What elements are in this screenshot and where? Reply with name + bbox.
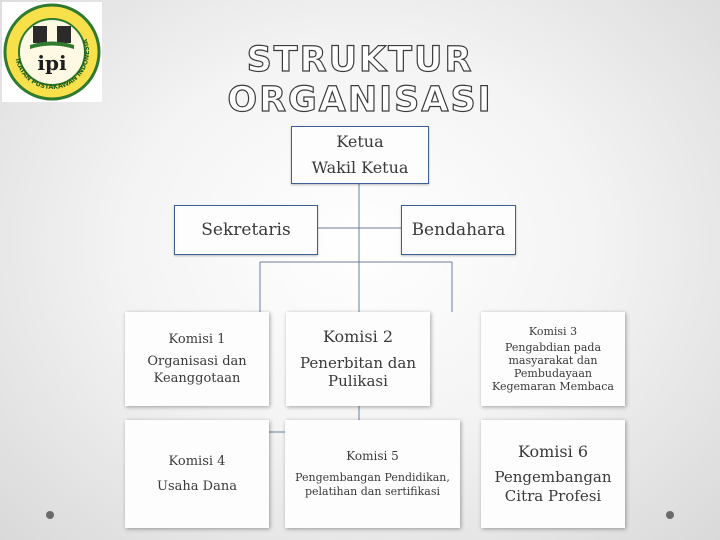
box-komisi-6: Komisi 6 Pengembangan Citra Profesi [481,420,625,528]
box-komisi-5: Komisi 5 Pengembangan Pendidikan, pelati… [285,420,460,528]
ipi-logo-emblem: IKATAN PUSTAKAWAN INDONESIA ipi [3,3,101,101]
komisi3-desc: Pengabdian pada masyarakat dan Pembudaya… [492,341,614,393]
komisi1-desc: Organisasi dan Keanggotaan [147,354,247,386]
box-ketua: Ketua Wakil Ketua [291,126,429,184]
decorative-dot-left [46,511,54,519]
wakil-ketua-label: Wakil Ketua [311,158,409,177]
box-sekretaris: Sekretaris [174,205,318,255]
komisi4-title: Komisi 4 [168,454,226,469]
komisi4-desc: Usaha Dana [157,479,237,494]
box-komisi-2: Komisi 2 Penerbitan dan Pulikasi [286,312,430,406]
box-komisi-4: Komisi 4 Usaha Dana [125,420,269,528]
logo-monogram: ipi [37,51,67,75]
ketua-label: Ketua [336,132,384,151]
komisi3-title: Komisi 3 [528,325,578,338]
komisi5-title: Komisi 5 [346,449,399,463]
decorative-dot-right [666,511,674,519]
box-bendahara: Bendahara [401,205,516,255]
komisi2-title: Komisi 2 [322,327,394,346]
komisi1-title: Komisi 1 [168,332,226,347]
page-title: STRUKTUR ORGANISASI [227,39,493,120]
bendahara-label: Bendahara [411,220,506,240]
komisi6-title: Komisi 6 [517,442,589,461]
box-komisi-1: Komisi 1 Organisasi dan Keanggotaan [125,312,269,406]
ipi-logo: IKATAN PUSTAKAWAN INDONESIA ipi [2,2,102,102]
sekretaris-label: Sekretaris [201,220,291,240]
komisi5-desc: Pengembangan Pendidikan, pelatihan dan s… [295,471,450,498]
box-komisi-3: Komisi 3 Pengabdian pada masyarakat dan … [481,312,625,406]
komisi2-desc: Penerbitan dan Pulikasi [299,354,416,390]
komisi6-desc: Pengembangan Citra Profesi [494,468,612,505]
